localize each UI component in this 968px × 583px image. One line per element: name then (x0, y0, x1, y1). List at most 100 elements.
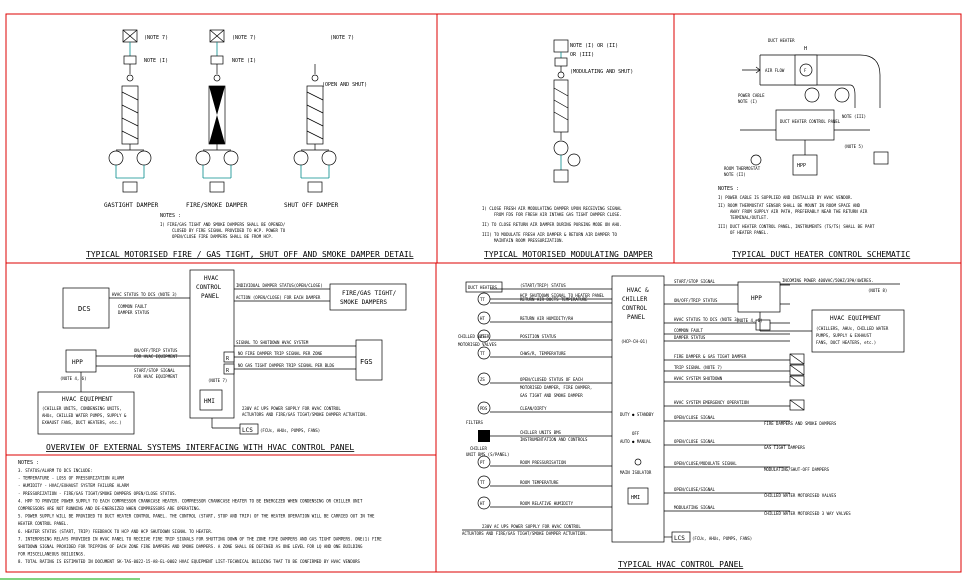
cp-note46: (NOTE 4, 6) (736, 318, 763, 323)
cp-right-line: OPEN/CLOSE/SIGNAL (674, 487, 716, 492)
modulating-damper-panel: NOTE (I) OR (II) OR (III) (MODULATING AN… (482, 39, 653, 259)
air-flow-label: AIR FLOW (765, 68, 785, 73)
dh-note-1: NOTE (I) (738, 99, 757, 104)
cp-left-line: RETURN AIR HUMIDITY/RH (520, 316, 574, 321)
mod-note-line: I) CLOSE FRESH AIR MODULATING DAMPER UPO… (482, 206, 622, 211)
dh-note-2: NOTE (II) (724, 172, 746, 177)
cp-left-line: ROOM TEMPERATURE (520, 480, 559, 485)
bottom-notes-panel: NOTES : 3. STATUS/ALARM TO DCS INCLUDE: … (18, 460, 382, 564)
dh-note-line: III) DUCT HEATER CONTROL PANEL, INSTRUME… (718, 224, 875, 229)
shut-off-damper-label: SHUT OFF DAMPER (284, 202, 339, 209)
cp-auto: AUTO ● MANUAL (620, 439, 652, 444)
duct-heater-panel-label: DUCT HEATER CONTROL PANEL (780, 119, 841, 124)
damper-notes-header: NOTES : (160, 213, 181, 219)
ext-hpp-l1b: FOR HVAC EQUIPMENT (134, 354, 178, 359)
ext-mod-status: INDIVIDUAL DAMPER STATUS(OPEN/CLOSE) (236, 283, 323, 288)
modulating-title: TYPICAL MOTORISED MODULATING DAMPER (484, 250, 653, 259)
ext-hpp-l2b: FOR HVAC EQUIPMENT (134, 374, 178, 379)
ext-hmi-label: HMI (204, 398, 215, 405)
cp-right-line: TRIP SIGNAL (NOTE 7) (674, 365, 722, 370)
duct-heater-panel: DUCT HEATER H F AIR FLOW DUCT HEATER CON… (718, 38, 910, 259)
cp-l1: HVAC & (627, 287, 649, 294)
control-panel-title: TYPICAL HVAC CONTROL PANEL (618, 560, 743, 569)
cp-right-line: MODULATING SIGNAL (674, 505, 716, 510)
ext-relay-2: R (226, 368, 230, 374)
cp-hvac-equip: HVAC EQUIPMENT (830, 315, 881, 322)
ext-note7: (NOTE 7) (208, 378, 227, 383)
ext-action: ACTION (OPEN/CLOSE) FOR EACH DAMPER (236, 295, 321, 300)
cp-far-right: CHILLED WATER MOTORISED VALVES (764, 493, 837, 498)
mod-note-1: NOTE (I) OR (II) (570, 43, 618, 49)
cp-left-line: INSTRUMENTATION AND CONTROLS (520, 437, 588, 442)
cp-left-line: ROOM PRESSURISATION (520, 460, 566, 465)
cp-isolator: MAIN ISOLATOR (620, 470, 652, 475)
cp-instrument: ZS (480, 334, 485, 339)
ext-note46: (NOTE 4, 6) (60, 376, 87, 381)
ext-equip-l1: (CHILLER UNITS, CONDENSING UNITS, (42, 406, 121, 411)
ext-fire-gas-l1: FIRE/GAS TIGHT/ (342, 290, 397, 297)
cp-instrument: ZS (480, 377, 485, 382)
cp-off: OFF (632, 431, 640, 436)
damper-detail-panel: GASTIGHT DAMPER FIRE/SMOKE DAMPER SHUT O… (86, 29, 414, 259)
cp-duct-heaters: DUCT HEATERS (468, 285, 497, 290)
gastight-damper (108, 29, 152, 193)
svg-text:F: F (804, 68, 807, 73)
open-shut-label: (OPEN AND SHUT) (322, 82, 367, 88)
room-thermostat-label: ROOM THERMOSTAT (724, 166, 761, 171)
note7-a: (NOTE 7) (144, 35, 168, 41)
note7-b: (NOTE 7) (232, 35, 256, 41)
cp-right-line: ON/OFF/TRIP STATUS (674, 298, 718, 303)
bottom-note-line: 3. STATUS/ALARM TO DCS INCLUDE: (18, 468, 93, 473)
cp-instrument: HT (480, 316, 485, 321)
cp-l2: CHILLER (622, 296, 648, 303)
cp-instrument: TT (480, 351, 485, 356)
cp-right-line: HVAC SYSTEM EMERGENCY OPERATION (674, 400, 749, 405)
ext-dcs-sub2: DAMPER STATUS (118, 310, 150, 315)
dh-note-line: II) ROOM THERMOSTAT SENSOR SHALL BE MOUN… (718, 203, 861, 208)
ext-shutdown: SIGNAL TO SHUTDOWN HVAC SYSTEM (236, 340, 309, 345)
ext-lcs-sub: (FCUs, AHUs, PUMPS, FANS) (260, 428, 320, 433)
notes-header: NOTES : (18, 460, 39, 466)
mod-note-line: MAINTAIN ROOM PRESSURIZATION. (494, 238, 564, 243)
cp-instrument: TT (480, 480, 485, 485)
bottom-note-line: 4. HPP TO PROVIDE POWER SUPPLY TO EACH C… (18, 498, 363, 503)
cp-right-line: HVAC STATUS TO DCS (NOTE 3) (674, 317, 739, 322)
cp-instrument: TT (480, 297, 485, 302)
cp-left-line: (START/TRIP) STATUS (520, 283, 566, 288)
damper-note-line: OPEN/CLOSE FIRE DAMPERS SHALL BE FROM HC… (172, 234, 273, 239)
mod-note-3: OR (III) (570, 52, 594, 58)
cp-left-line: OPEN/CLOSED STATUS OF EACH (520, 377, 583, 382)
cp-right-line: START/STOP SIGNAL (674, 279, 716, 284)
chiller-bms-block (478, 430, 490, 442)
cp-equip-l3: FANS, DUCT HEATERS, etc.) (816, 340, 876, 345)
cp-hpp: HPP (751, 295, 762, 302)
external-title: OVERVIEW OF EXTERNAL SYSTEMS INTERFACING… (46, 443, 354, 452)
bottom-note-line: 7. INTERPOSING RELAYS PROVIDED IN HVAC P… (18, 536, 382, 541)
cp-left-line: POSITION STATUS (520, 334, 557, 339)
cp-left-line: RETURN AIR DUCTS TEMPERATURE (520, 297, 588, 302)
cp-instrument: HT (480, 501, 485, 506)
ext-relay-1: R (226, 356, 230, 362)
cp-left-line: CLEAN/DIRTY (520, 406, 547, 411)
dh-note-line: I) POWER CABLE IS SUPPLIED AND INSTALLED… (718, 195, 853, 200)
fire-smoke-damper-label: FIRE/SMOKE DAMPER (186, 202, 248, 209)
bottom-note-line: - HUMIDITY - HVAC/EXHAUST SYSTEM FAILURE… (18, 483, 129, 488)
cp-hmi: HMI (631, 495, 640, 501)
cp-right-line: HVAC SYSTEM SHUTDOWN (674, 376, 723, 381)
ext-dcs-line: HVAC STATUS TO DCS (NOTE 3) (112, 292, 177, 297)
mod-note-line: II) TO CLOSE RETURN AIR DAMPER DURING PU… (482, 222, 622, 227)
ext-fire-gas-l2: SMOKE DAMPERS (340, 299, 387, 306)
cp-chiller-bms-1: CHILLER (470, 446, 487, 451)
bottom-note-line: SHUTDOWN SIGNAL PROVIDED FOR TRIPPING OF… (18, 544, 363, 549)
ext-lcs-label: LCS (242, 427, 253, 434)
ext-hpp-label: HPP (72, 359, 83, 366)
cp-far-right: FIRE DAMPERS AND SMOKE DAMPERS (764, 421, 837, 426)
dh-note-5: (NOTE 5) (844, 144, 863, 149)
cp-far-right: CHILLED WATER MOTORISED 3 WAY VALVES (764, 511, 851, 516)
bottom-note-line: FOR MISCELLANEOUS BUILDINGS. (18, 552, 85, 557)
ext-hpp-l2: START/STOP SIGNAL (134, 368, 176, 373)
cp-ups-l2: ACTUATORS AND FIRE/GAS TIGHT/SMOKE DAMPE… (462, 531, 587, 536)
ext-fgs-label: FGS (360, 358, 373, 366)
bottom-note-line: - TEMPERATURE - LOSS OF PRESSURIZATION A… (18, 476, 125, 481)
